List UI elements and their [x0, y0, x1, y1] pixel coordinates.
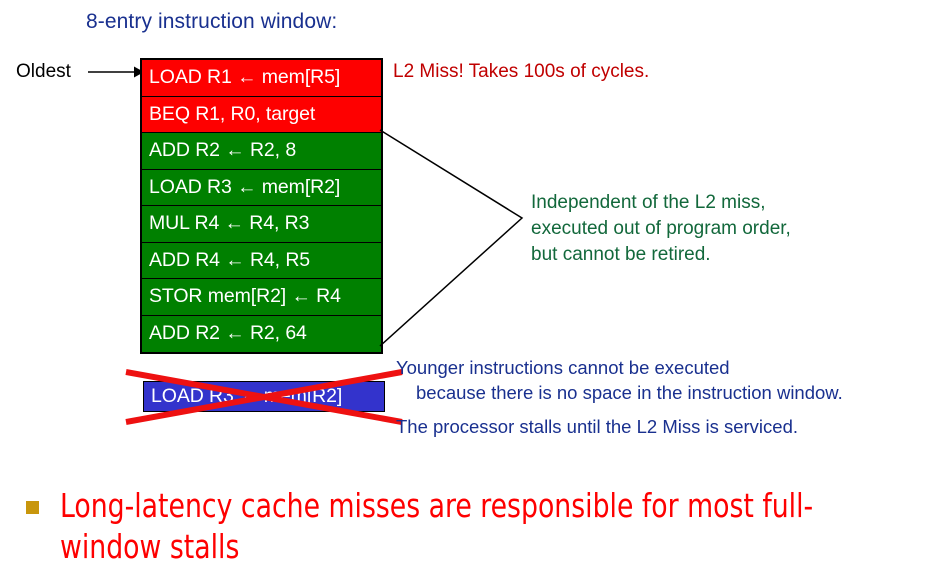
- instruction-row: LOAD R1 ← mem[R5]: [142, 60, 381, 97]
- instruction-row: MUL R4 ← R4, R3: [142, 206, 381, 243]
- independent-annotation-line-2: executed out of program order,: [531, 218, 791, 239]
- instruction-row: ADD R2 ← R2, 8: [142, 133, 381, 170]
- bullet-text: Long-latency cache misses are responsibl…: [60, 486, 814, 566]
- independent-annotation: Independent of the L2 miss, executed out…: [531, 190, 791, 268]
- independent-annotation-line-3: but cannot be retired.: [531, 244, 711, 265]
- younger-annotation-line-2: because there is no space in the instruc…: [416, 382, 843, 403]
- instruction-row: ADD R2 ← R2, 64: [142, 315, 381, 352]
- oldest-arrow-icon: [88, 66, 144, 78]
- instruction-row: STOR mem[R2] ← R4: [142, 279, 381, 316]
- younger-instruction-block: LOAD R3 ← mem[R2]: [143, 381, 385, 412]
- oldest-label: Oldest: [16, 61, 71, 82]
- l2-miss-annotation: L2 Miss! Takes 100s of cycles.: [393, 61, 650, 82]
- instruction-row: ADD R4 ← R4, R5: [142, 242, 381, 279]
- instruction-row: BEQ R1, R0, target: [142, 96, 381, 133]
- independent-bracket-icon: [379, 129, 524, 347]
- instruction-row: LOAD R3 ← mem[R2]: [142, 169, 381, 206]
- younger-annotation: Younger instructions cannot be executed …: [396, 355, 843, 405]
- bullet-item: Long-latency cache misses are responsibl…: [26, 485, 906, 567]
- younger-annotation-line-1: Younger instructions cannot be executed: [396, 357, 730, 378]
- independent-annotation-line-1: Independent of the L2 miss,: [531, 192, 766, 213]
- stall-annotation: The processor stalls until the L2 Miss i…: [396, 416, 799, 437]
- bullet-marker-icon: [26, 501, 39, 514]
- window-caption: 8-entry instruction window:: [86, 10, 338, 33]
